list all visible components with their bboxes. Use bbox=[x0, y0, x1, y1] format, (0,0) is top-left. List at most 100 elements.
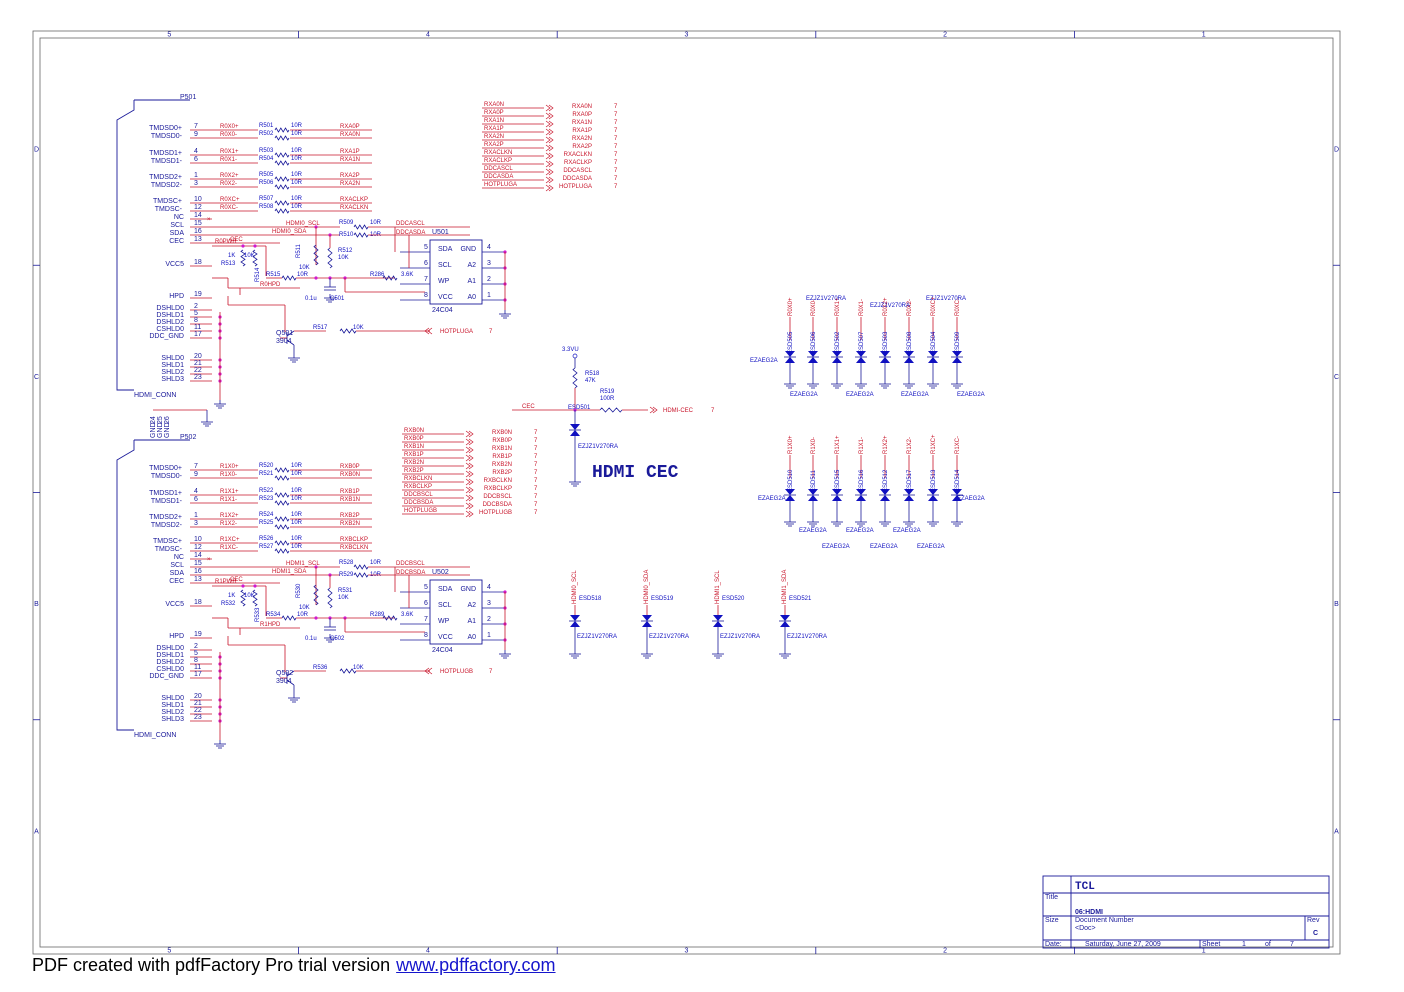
hotplug-out-label: HOTPLUGB bbox=[440, 669, 473, 675]
eeprom-ref: U502 bbox=[432, 569, 449, 576]
ddc-esd-diode bbox=[779, 615, 791, 627]
connector-pin-label: HPD bbox=[169, 293, 184, 300]
eeprom-pin-right: A1 bbox=[467, 278, 476, 285]
eeprom-pin-num: 4 bbox=[487, 244, 491, 251]
diode-triangle bbox=[880, 495, 890, 501]
column-marker-bottom: 3 bbox=[685, 948, 689, 955]
offpage-net-right: RXA0P bbox=[572, 112, 592, 118]
r515-value: 10R bbox=[297, 612, 309, 618]
connector-pin-number: 19 bbox=[194, 631, 202, 638]
resistor-symbol bbox=[353, 564, 369, 570]
offpage-arrow bbox=[465, 462, 474, 470]
eeprom-pin-num: 5 bbox=[424, 584, 428, 591]
tvs-net: R1X1+ bbox=[835, 435, 841, 454]
offpage-sheet-ref: 7 bbox=[614, 144, 618, 150]
sda-resistor-ref: R529 bbox=[339, 572, 354, 578]
connector-pin-number: 18 bbox=[194, 259, 202, 266]
connector-pin-number: 20 bbox=[194, 353, 202, 360]
connector-pin-label: DSHLD2 bbox=[156, 319, 184, 326]
output-net-label: RXB0N bbox=[340, 472, 360, 478]
row-marker-left: B bbox=[34, 601, 39, 608]
ddc-scl-label: DDCBSCL bbox=[396, 561, 425, 567]
rev-label: Rev bbox=[1307, 917, 1320, 924]
tvs-ref: ESD508 bbox=[907, 331, 913, 354]
ddc-esd-net: HDMI0_SCL bbox=[572, 570, 578, 604]
resistor-symbol bbox=[240, 589, 246, 607]
resistor-symbol bbox=[274, 516, 290, 522]
offpage-arrow bbox=[545, 168, 554, 176]
diode-triangle bbox=[832, 495, 842, 501]
resistor-symbol bbox=[274, 500, 290, 506]
ddc-esd-ref: ESD519 bbox=[651, 596, 674, 602]
power-net-label: R1PWR bbox=[215, 579, 237, 585]
series-resistor-ref: R504 bbox=[259, 156, 274, 162]
tvs-ref: ESD510 bbox=[788, 469, 794, 492]
offpage-sheet-ref: 7 bbox=[534, 462, 538, 468]
column-marker-bottom: 4 bbox=[426, 948, 430, 955]
date-value: Saturday, June 27, 2009 bbox=[1085, 941, 1161, 948]
series-resistor-ref: R520 bbox=[259, 463, 274, 469]
eeprom-pin-left: SDA bbox=[438, 246, 453, 253]
connector-pin-number: 20 bbox=[194, 693, 202, 700]
junction-dot bbox=[253, 584, 257, 588]
diode-triangle bbox=[785, 489, 795, 495]
tvs-diode bbox=[927, 351, 939, 363]
connector-pin-number: 15 bbox=[194, 560, 202, 567]
tvs-ref: ESD505 bbox=[788, 331, 794, 354]
tvs-net: R0XC+ bbox=[931, 296, 937, 316]
footer-link[interactable]: www.pdffactory.com bbox=[396, 955, 556, 975]
tvs-net: R1X0- bbox=[811, 437, 817, 454]
tvs-ref: ESD515 bbox=[835, 469, 841, 492]
offpage-net-right: HOTPLUGB bbox=[479, 510, 512, 516]
diode-triangle bbox=[570, 430, 580, 436]
r-ref: R513 bbox=[221, 261, 236, 267]
no-connect-mark: × bbox=[207, 557, 211, 563]
offpage-net-right: RXA2N bbox=[572, 136, 592, 142]
diode-triangle bbox=[880, 357, 890, 363]
tvs-bottom-part: EZAEG2A bbox=[893, 528, 921, 534]
power-net-label: R0PWR bbox=[215, 239, 237, 245]
sheet-label: Sheet bbox=[1202, 941, 1220, 948]
r286-ref: R289 bbox=[370, 612, 385, 618]
offpage-net-left: RXA2N bbox=[484, 134, 504, 140]
connector-pin-label: DSHLD2 bbox=[156, 659, 184, 666]
offpage-net-right: RXBCLKP bbox=[484, 486, 512, 492]
connector-ref: P502 bbox=[180, 434, 196, 441]
pullup-ref: R531 bbox=[338, 588, 353, 594]
connector-pin-number: 5 bbox=[194, 650, 198, 657]
connector-pin-number: 17 bbox=[194, 331, 202, 338]
ddc-esd-part: EZJZ1V270RA bbox=[720, 634, 760, 640]
eeprom-pin-left: SCL bbox=[438, 602, 452, 609]
resistor-symbol bbox=[339, 668, 357, 674]
connector-pin-label: TMDSC- bbox=[155, 546, 183, 553]
scl-resistor-ref: R509 bbox=[339, 220, 354, 226]
eeprom-pin-num: 4 bbox=[487, 584, 491, 591]
connector-pin-number: 19 bbox=[194, 291, 202, 298]
series-resistor-value: 10R bbox=[291, 544, 303, 550]
scl-resistor-value: 10R bbox=[370, 560, 382, 566]
offpage-net-left: RXA1P bbox=[484, 126, 504, 132]
tvs-ref: ESD504 bbox=[931, 331, 937, 354]
offpage-sheet-ref: 7 bbox=[534, 430, 538, 436]
series-resistor-value: 10R bbox=[291, 496, 303, 502]
offpage-net-right: RXBCLKN bbox=[484, 478, 512, 484]
connector-pin-label: CSHLD0 bbox=[156, 666, 184, 673]
series-resistor-ref: R503 bbox=[259, 148, 274, 154]
connector-pin-number: 21 bbox=[194, 700, 202, 707]
pullup-value: 10K bbox=[299, 265, 310, 271]
offpage-sheet-ref: 7 bbox=[614, 168, 618, 174]
offpage-net-left: RXA2P bbox=[484, 142, 504, 148]
tvs-net: R1XC- bbox=[955, 436, 961, 454]
r517-value: 10K bbox=[353, 325, 364, 331]
offpage-net-right: RXA0N bbox=[572, 104, 592, 110]
connector-pin-label: VCC5 bbox=[165, 261, 184, 268]
top-gnd-pin: GND bbox=[150, 422, 157, 438]
diode-triangle bbox=[904, 495, 914, 501]
connector-pin-number: 6 bbox=[194, 156, 198, 163]
offpage-net-left: DDCASCL bbox=[484, 166, 513, 172]
connector-pin-label: TMDSD1- bbox=[151, 158, 183, 165]
r515-ref: R515 bbox=[266, 272, 281, 278]
tvs-bottom-part: EZAEG2A bbox=[917, 544, 945, 550]
tvs-bottom-part: EZAEG2A bbox=[870, 544, 898, 550]
series-resistor-value: 10R bbox=[291, 536, 303, 542]
